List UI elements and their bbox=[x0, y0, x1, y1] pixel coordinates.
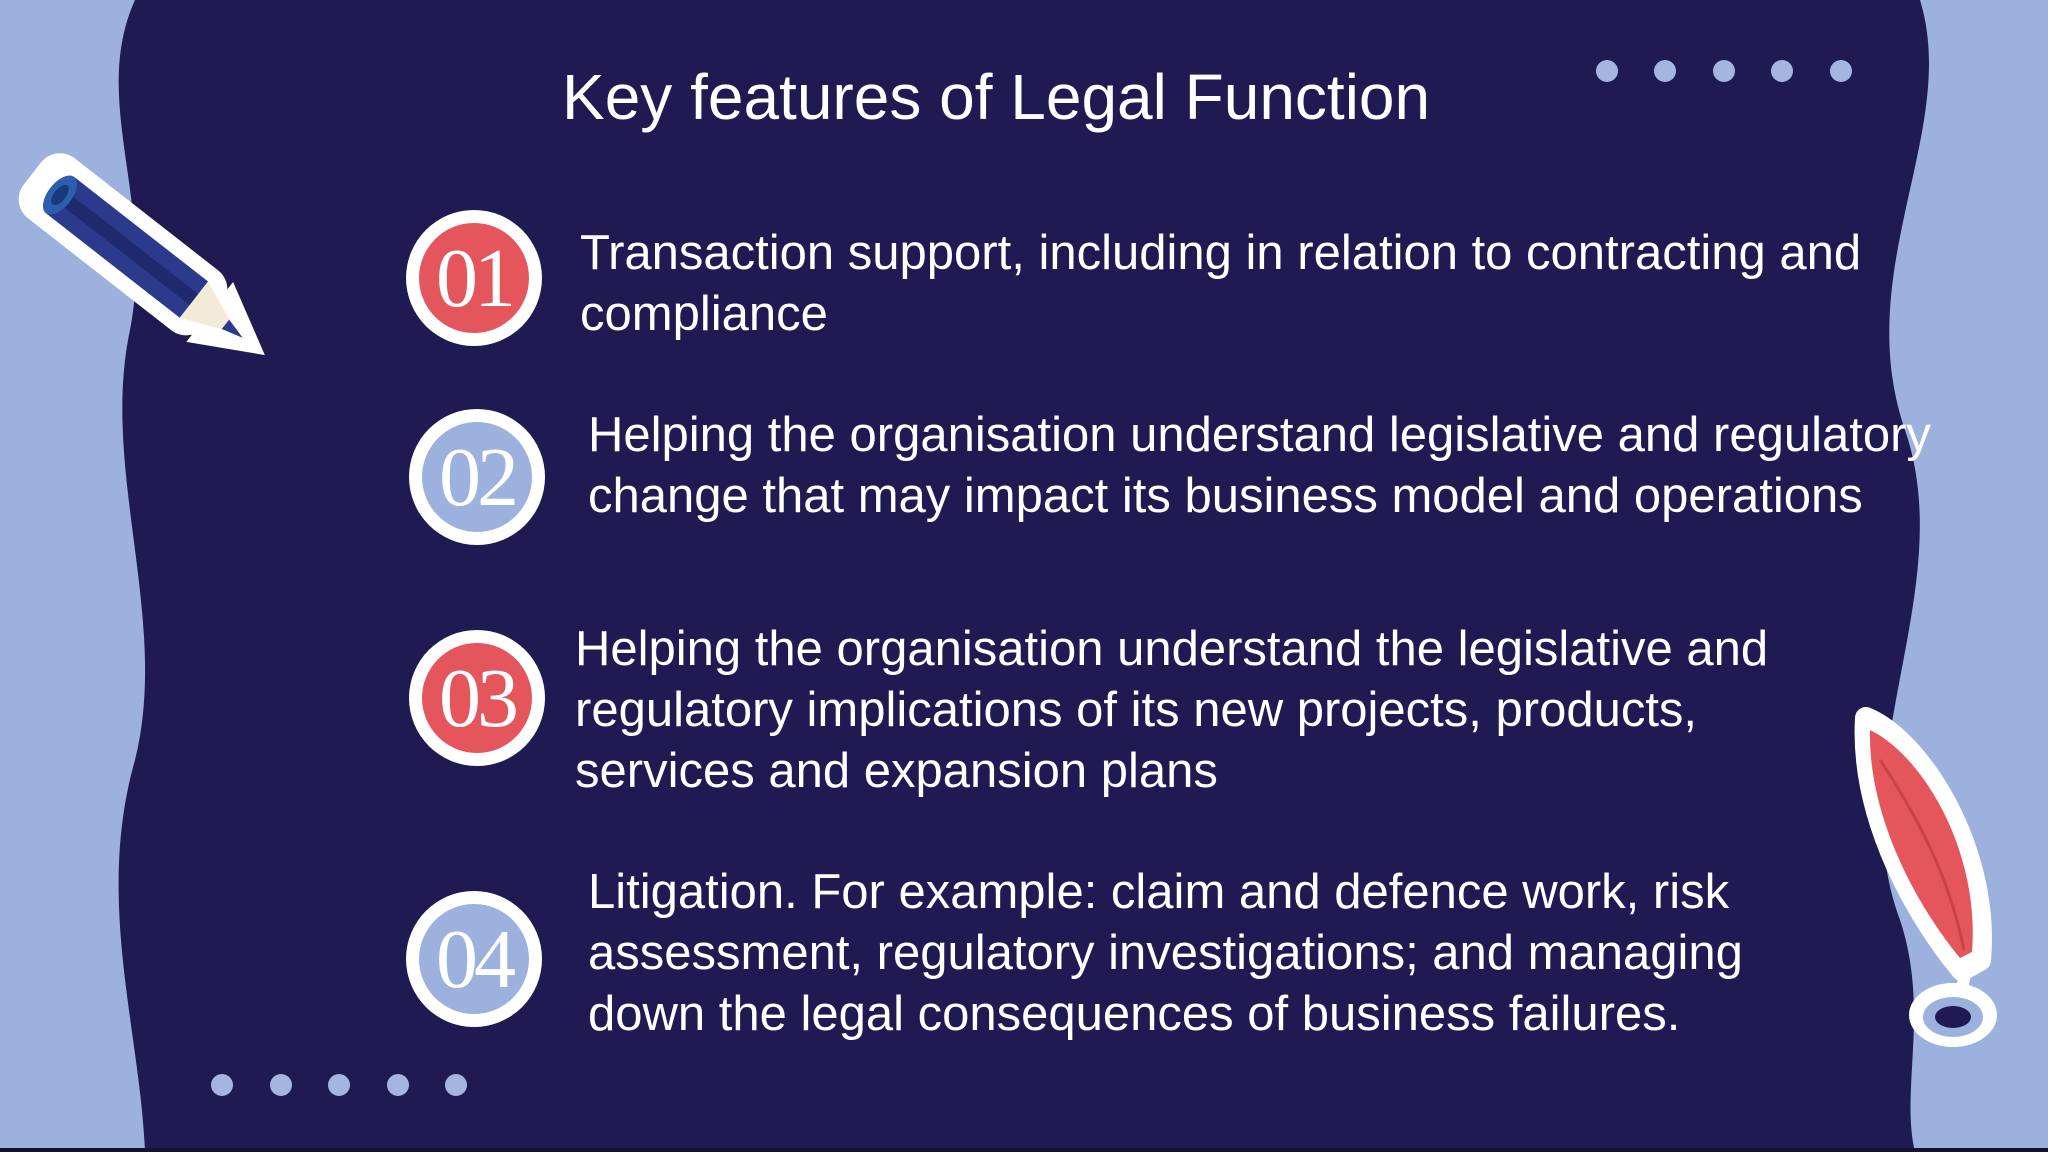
number-badge-04: 04 bbox=[406, 891, 542, 1027]
feature-text-02: Helping the organisation understand legi… bbox=[588, 408, 1931, 523]
number-badge-01: 01 bbox=[406, 210, 542, 346]
number-badge-02: 02 bbox=[409, 409, 545, 545]
decorative-dot bbox=[1771, 60, 1793, 82]
number-label: 04 bbox=[419, 904, 529, 1014]
decorative-dot bbox=[270, 1074, 292, 1096]
decorative-dot bbox=[387, 1074, 409, 1096]
number-label: 02 bbox=[422, 422, 532, 532]
page-title: Key features of Legal Function bbox=[562, 61, 1431, 133]
number-label: 01 bbox=[419, 223, 529, 333]
number-badge-03: 03 bbox=[409, 630, 545, 766]
pencil-icon bbox=[18, 153, 265, 356]
decorative-dot bbox=[1830, 60, 1852, 82]
decorative-dot bbox=[1596, 60, 1618, 82]
decorative-dot bbox=[328, 1074, 350, 1096]
decorative-dot bbox=[211, 1074, 233, 1096]
decorative-dot bbox=[1713, 60, 1735, 82]
feature-text-04: Litigation. For example: claim and defen… bbox=[588, 865, 1743, 1041]
decorative-dot bbox=[445, 1074, 467, 1096]
wavy-panel bbox=[118, 0, 1929, 1152]
quill-ink-icon bbox=[1854, 707, 1997, 1047]
feature-text-03: Helping the organisation understand the … bbox=[575, 622, 1769, 798]
number-label: 03 bbox=[422, 643, 532, 753]
feature-text-01: Transaction support, including in relati… bbox=[580, 226, 1862, 341]
decorative-dot bbox=[1654, 60, 1676, 82]
